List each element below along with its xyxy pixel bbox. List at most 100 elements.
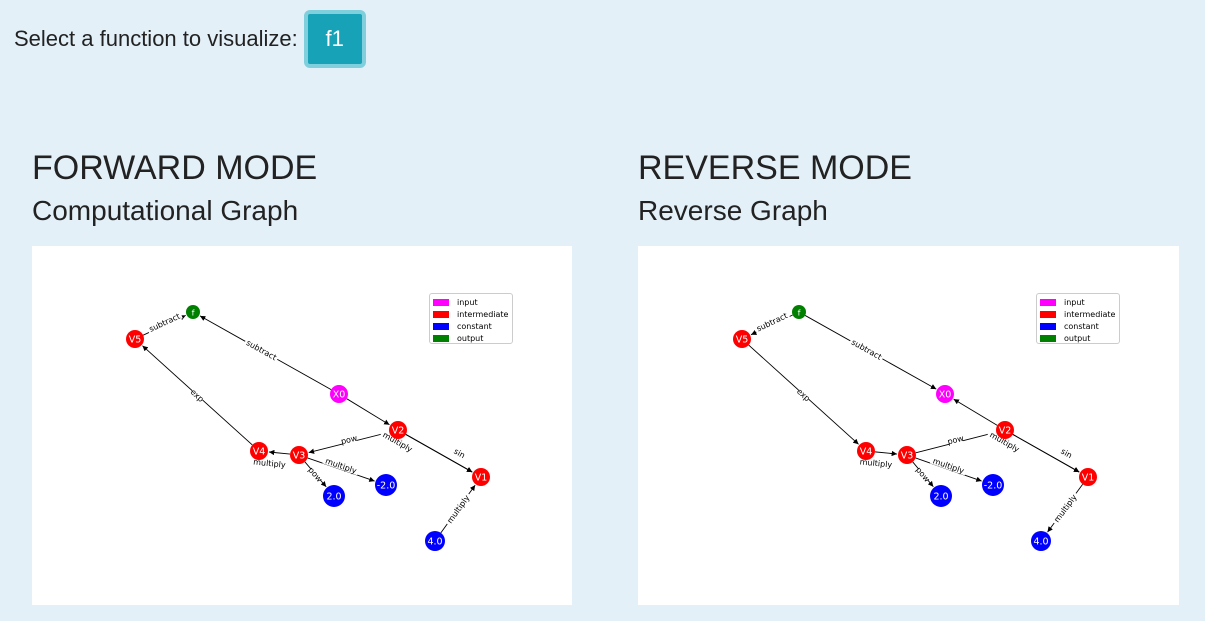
node-c4 bbox=[1031, 531, 1051, 551]
edge-V2-V1 bbox=[405, 434, 473, 473]
forward-panel: FORWARD MODE Computational Graph subtrac… bbox=[32, 148, 572, 605]
edge-label-bg bbox=[189, 386, 206, 403]
node-cm2 bbox=[982, 474, 1004, 496]
edge-label-bg bbox=[443, 491, 472, 527]
edge-label-bg bbox=[915, 465, 932, 483]
edge-label-bg bbox=[1058, 445, 1076, 460]
legend-item-input: input bbox=[433, 296, 512, 308]
node-label-X0: X0 bbox=[939, 390, 952, 401]
node-label-c4: 4.0 bbox=[427, 537, 442, 548]
node-label-V5: V5 bbox=[129, 335, 142, 346]
legend-item-constant: constant bbox=[1040, 320, 1119, 332]
node-V2 bbox=[389, 421, 407, 439]
edge-X0-V2 bbox=[346, 398, 390, 426]
node-label-V3: V3 bbox=[901, 451, 914, 462]
legend-label: output bbox=[457, 333, 484, 343]
forward-mode-title: FORWARD MODE bbox=[32, 149, 318, 187]
reverse-legend: input intermediate constant output bbox=[1036, 293, 1120, 344]
select-label: Select a function to visualize: bbox=[14, 26, 298, 51]
edge-label-bg bbox=[322, 454, 361, 476]
node-c4 bbox=[425, 531, 445, 551]
edge-label-bg bbox=[379, 428, 417, 455]
node-label-cm2: -2.0 bbox=[377, 481, 396, 492]
edge-label: multiply bbox=[859, 457, 892, 469]
legend-item-constant: constant bbox=[433, 320, 512, 332]
legend-swatch-constant bbox=[1040, 322, 1056, 330]
node-V5 bbox=[126, 330, 144, 348]
node-cm2 bbox=[375, 474, 397, 496]
edge-label: exp bbox=[189, 387, 206, 403]
legend-label: intermediate bbox=[1064, 309, 1116, 319]
node-f bbox=[186, 305, 200, 319]
legend-label: input bbox=[457, 297, 478, 307]
edge-label-bg bbox=[1050, 490, 1080, 526]
function-button-f1[interactable]: f1 bbox=[303, 10, 366, 68]
node-V4 bbox=[857, 442, 875, 460]
legend-swatch-output bbox=[433, 334, 449, 342]
node-label-V2: V2 bbox=[392, 426, 405, 437]
edge-V3-V4 bbox=[268, 449, 291, 456]
node-label-f: f bbox=[798, 309, 801, 318]
computational-graph-title: Computational Graph bbox=[32, 195, 299, 226]
edge-label: pow bbox=[340, 433, 359, 446]
node-label-c2: 2.0 bbox=[933, 492, 948, 503]
reverse-mode-title: REVERSE MODE bbox=[638, 149, 912, 187]
node-label-c2: 2.0 bbox=[326, 492, 341, 503]
node-V1 bbox=[472, 468, 490, 486]
legend-label: intermediate bbox=[457, 309, 509, 319]
legend-label: output bbox=[1064, 333, 1091, 343]
edge-label-bg bbox=[341, 432, 357, 445]
legend-item-intermediate: intermediate bbox=[1040, 308, 1119, 320]
legend-swatch-constant bbox=[433, 322, 449, 330]
node-V2 bbox=[996, 421, 1014, 439]
node-label-V5: V5 bbox=[736, 335, 749, 346]
legend-item-output: output bbox=[433, 332, 512, 344]
function-selector: Select a function to visualize: f1 bbox=[14, 8, 366, 70]
node-label-f: f bbox=[192, 309, 195, 318]
edge-label-bg bbox=[795, 386, 813, 403]
node-c2 bbox=[930, 485, 952, 507]
edge-V2-V1 bbox=[1012, 434, 1080, 473]
node-V1 bbox=[1079, 468, 1097, 486]
node-label-V4: V4 bbox=[860, 447, 873, 458]
node-label-V3: V3 bbox=[293, 451, 306, 462]
reverse-graph-title: Reverse Graph bbox=[638, 195, 828, 226]
edge-label-bg bbox=[243, 336, 281, 363]
edge-label: subtract bbox=[245, 338, 278, 362]
edge-label: multiply bbox=[932, 456, 966, 475]
legend-item-intermediate: intermediate bbox=[433, 308, 512, 320]
node-label-V1: V1 bbox=[1082, 473, 1095, 484]
node-label-X0: X0 bbox=[333, 390, 346, 401]
node-label-V4: V4 bbox=[253, 447, 266, 458]
legend-item-output: output bbox=[1040, 332, 1119, 344]
node-V3 bbox=[898, 446, 916, 464]
edge-label: multiply bbox=[445, 493, 471, 525]
edge-label: subtract bbox=[755, 311, 789, 333]
node-label-c4: 4.0 bbox=[1033, 537, 1048, 548]
edge-label: multiply bbox=[1052, 493, 1079, 525]
legend-swatch-intermediate bbox=[433, 310, 449, 318]
edge-label-bg bbox=[947, 433, 964, 446]
node-X0 bbox=[330, 385, 348, 403]
node-V3 bbox=[290, 446, 308, 464]
edge-label-bg bbox=[753, 309, 791, 334]
edge-label: exp bbox=[795, 387, 812, 403]
node-V5 bbox=[733, 330, 751, 348]
edge-label-bg bbox=[145, 309, 183, 334]
node-V4 bbox=[250, 442, 268, 460]
legend-label: input bbox=[1064, 297, 1085, 307]
legend-swatch-input bbox=[433, 298, 449, 306]
node-label-cm2: -2.0 bbox=[984, 481, 1003, 492]
legend-swatch-output bbox=[1040, 334, 1056, 342]
edge-label: pow bbox=[947, 434, 966, 447]
forward-legend: input intermediate constant output bbox=[429, 293, 513, 344]
legend-item-input: input bbox=[1040, 296, 1119, 308]
node-X0 bbox=[936, 385, 954, 403]
edge-label-bg bbox=[308, 465, 324, 483]
edge-V4-V3 bbox=[874, 450, 898, 457]
